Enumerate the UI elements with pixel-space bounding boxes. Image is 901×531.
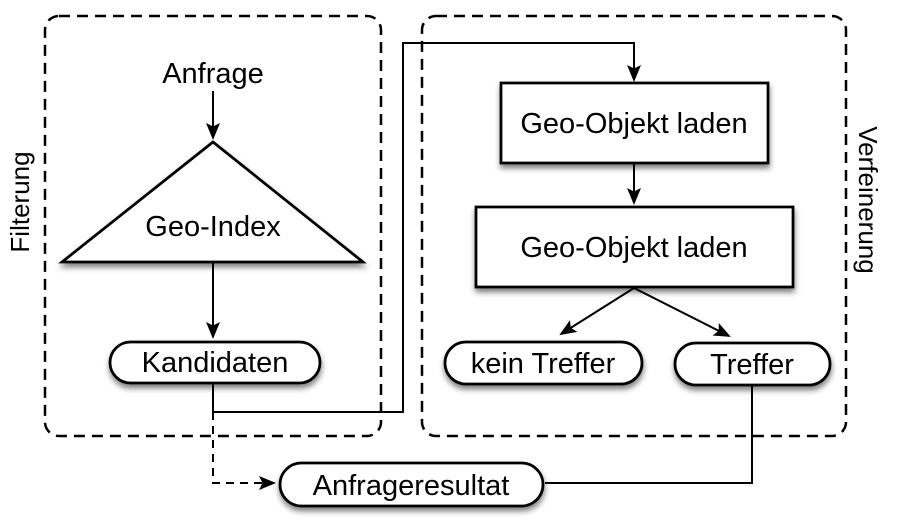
treffer-node <box>673 341 832 387</box>
treffer-to-anfrageresultat-connector <box>545 385 753 484</box>
verfeinerung-panel-border <box>420 14 848 438</box>
geo-objekt-laden-2-node <box>474 205 795 289</box>
anfrageresultat-node <box>278 461 545 508</box>
geo-objekt-laden-2-to-kein-treffer-arrow <box>559 287 635 336</box>
anfrage-label: Anfrage <box>162 58 264 90</box>
filterung-panel-border <box>43 14 383 438</box>
kandidaten-label: Kandidaten <box>142 347 289 379</box>
kein-treffer-node <box>443 340 644 386</box>
filterung-panel-label: Filterung <box>5 151 35 252</box>
geo-index-triangle <box>58 140 367 264</box>
verfeinerung-panel-label: Verfeinerung <box>853 126 883 273</box>
kandidaten-to-refinement-connector <box>212 42 641 413</box>
geo-objekt-laden-1-label: Geo-Objekt laden <box>520 108 747 140</box>
geo-objekt-laden-2-to-treffer-arrow <box>633 287 731 337</box>
geo-objekt-laden-2-label: Geo-Objekt laden <box>520 232 747 264</box>
anfrageresultat-label: Anfrageresultat <box>313 470 510 502</box>
geo-objekt-laden-1-node <box>499 81 770 165</box>
kandidaten-node <box>108 340 322 385</box>
kandidaten-to-anfrageresultat-dashed-arrow <box>212 412 276 490</box>
kein-treffer-label: kein Treffer <box>471 348 616 380</box>
geo-index-label: Geo-Index <box>145 211 281 243</box>
treffer-label: Treffer <box>710 349 794 381</box>
